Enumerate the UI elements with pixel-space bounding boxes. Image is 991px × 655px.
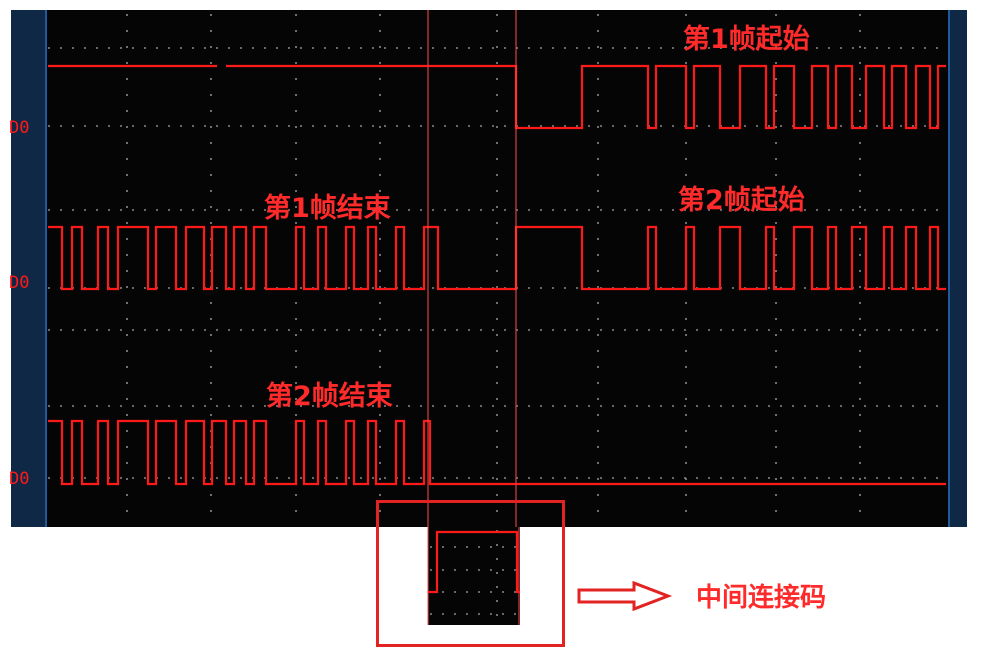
channel-label: D0 [9, 118, 29, 138]
annotation-frame1-end: 第1帧结束 [264, 192, 391, 224]
right-arrow-icon [577, 580, 673, 612]
channel-label: D0 [9, 273, 29, 293]
annotation-frame1-start: 第1帧起始 [683, 23, 810, 55]
annotation-frame2-start: 第2帧起始 [678, 184, 805, 216]
inset-waveform [428, 530, 520, 594]
right-side-panel [948, 10, 967, 527]
waveform-channel-2 [48, 225, 946, 291]
middle-code-inset [427, 527, 520, 625]
trace-gap [217, 62, 226, 70]
left-side-panel [11, 10, 47, 527]
scope-screen [11, 10, 967, 527]
waveform-channel-1 [48, 64, 946, 130]
channel-label: D0 [9, 469, 29, 489]
annotation-middle-code: 中间连接码 [696, 583, 826, 613]
inset-background [428, 527, 520, 625]
waveform-channel-3 [48, 419, 946, 486]
highlight-box [376, 500, 565, 647]
inset-grid [430, 530, 518, 624]
annotation-frame2-end: 第2帧结束 [266, 380, 393, 412]
